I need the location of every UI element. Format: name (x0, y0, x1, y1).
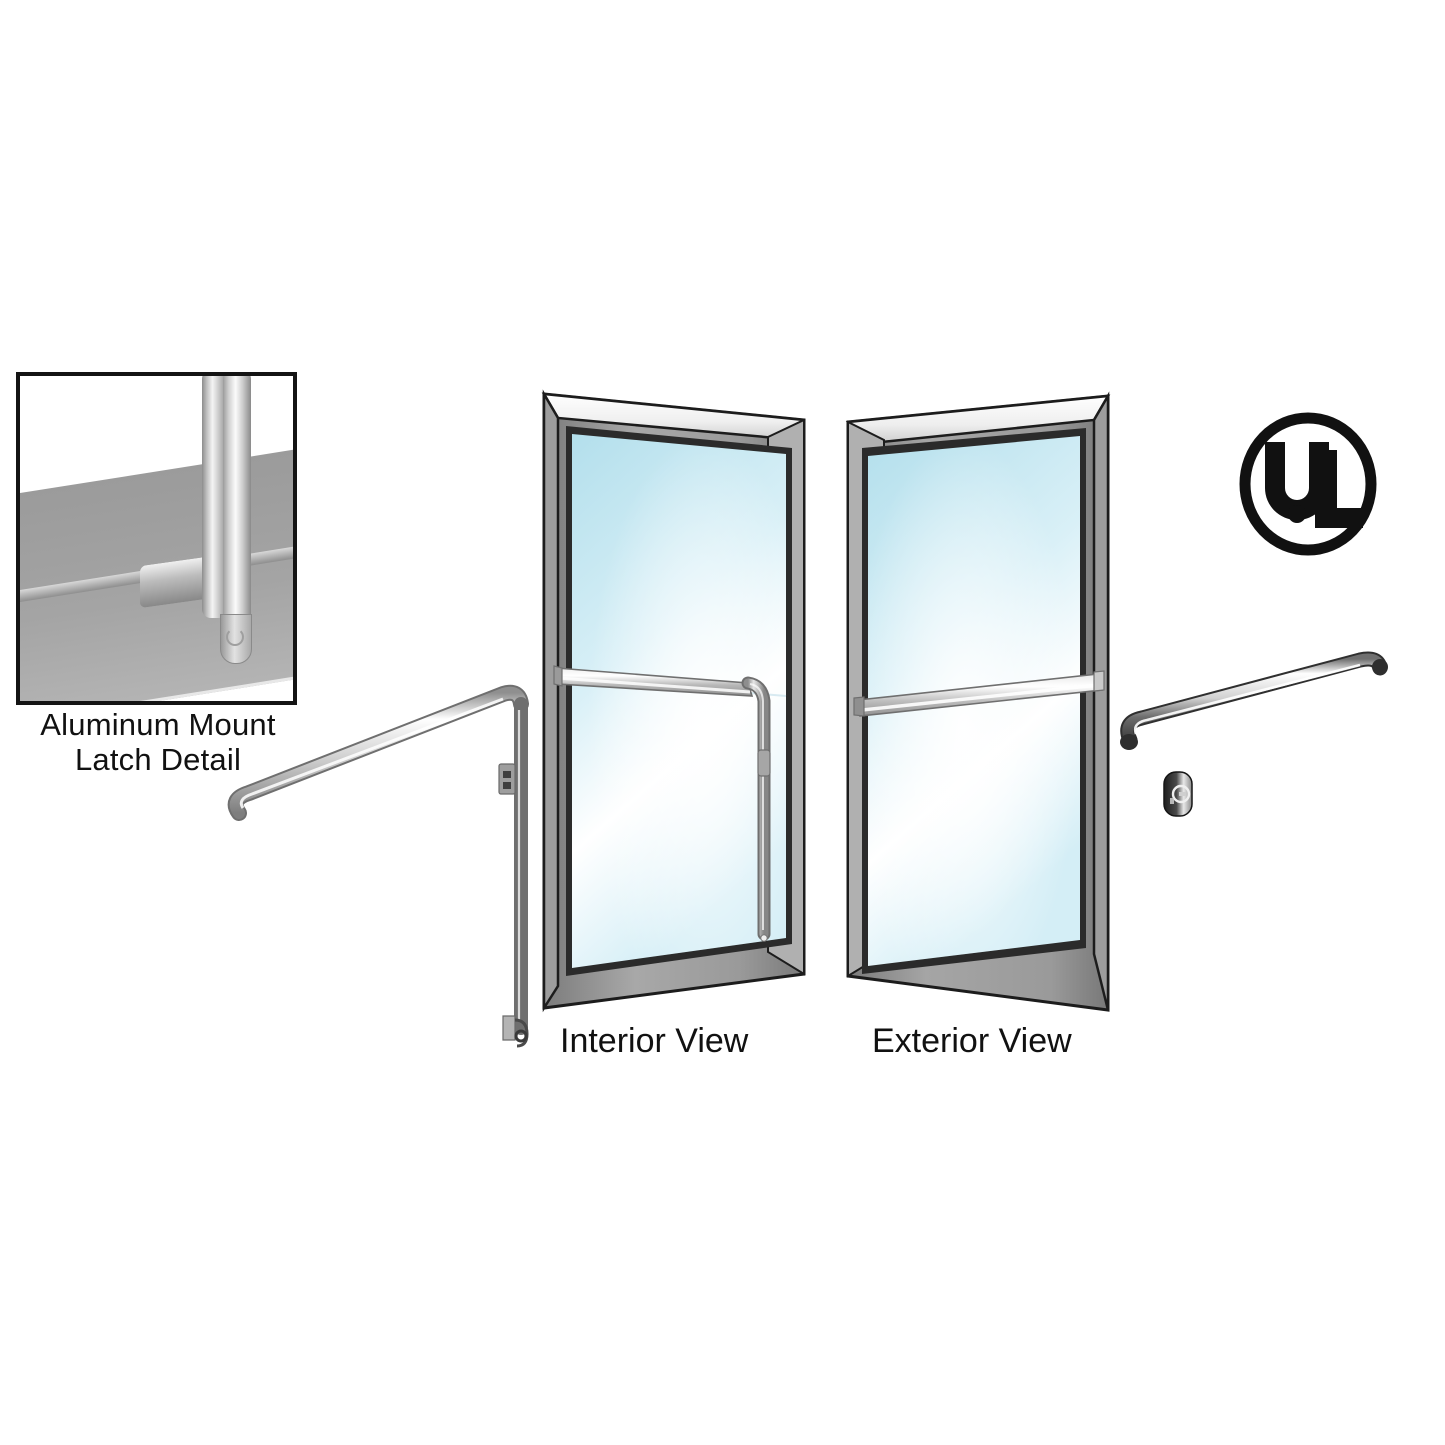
ul-listed-mark (1237, 410, 1379, 558)
label-interior-view: Interior View (560, 1022, 749, 1060)
key-cylinder-escutcheon (1162, 770, 1194, 818)
detail-vertical-rod-back (202, 376, 227, 618)
detail-vertical-rod-front (223, 376, 251, 625)
detail-caption: Aluminum Mount Latch Detail (8, 707, 308, 777)
label-exterior-view: Exterior View (872, 1022, 1072, 1060)
door-exterior-view (836, 378, 1116, 1018)
door-interior-view (536, 378, 816, 1018)
exterior-pull-handle (1110, 640, 1400, 770)
panic-exit-device-with-vertical-rod (215, 668, 535, 1088)
detail-caption-line2: Latch Detail (74, 741, 242, 777)
detail-latch-pin-hole (226, 628, 244, 646)
latch-bracket (498, 763, 516, 795)
detail-caption-line1: Aluminum Mount (40, 707, 276, 742)
aluminum-mount-latch-detail-box (16, 372, 297, 705)
